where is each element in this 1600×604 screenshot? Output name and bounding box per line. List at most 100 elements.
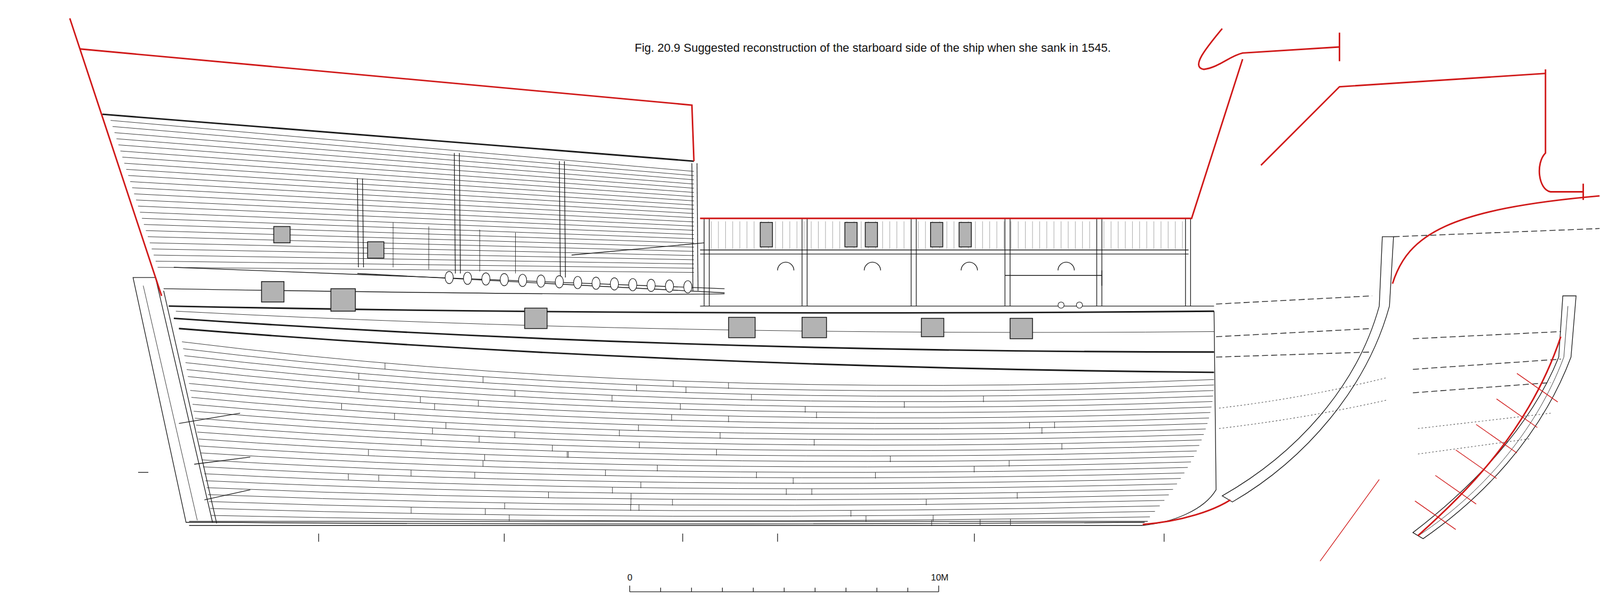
fitting bbox=[1076, 301, 1083, 308]
port-arch bbox=[777, 261, 795, 270]
gun-port bbox=[261, 281, 284, 302]
hull-plank bbox=[202, 459, 1185, 478]
gun-shield bbox=[518, 274, 527, 287]
reconstruction-line bbox=[700, 59, 1243, 219]
plank-butt bbox=[420, 439, 422, 446]
gun-shield bbox=[610, 277, 619, 291]
gun-port bbox=[330, 288, 356, 311]
waist-panel bbox=[1103, 221, 1104, 250]
waist-panel bbox=[1018, 221, 1019, 250]
upper-planking bbox=[155, 261, 694, 269]
plank-butt bbox=[548, 491, 549, 498]
waist-panel bbox=[925, 221, 926, 250]
scale-tick bbox=[876, 587, 878, 592]
figure-caption: Fig. 20.9 Suggested reconstruction of th… bbox=[634, 41, 1111, 55]
screen-panel bbox=[844, 222, 858, 247]
keel bbox=[189, 521, 1148, 526]
upper-planking bbox=[126, 169, 694, 205]
reconstruction-line bbox=[1260, 73, 1546, 166]
waist-panel bbox=[1089, 221, 1091, 250]
waist-panel bbox=[896, 221, 898, 250]
waist-panel bbox=[1067, 221, 1069, 250]
gun-shield bbox=[537, 274, 546, 287]
upper-planking bbox=[110, 120, 694, 172]
waist-panel bbox=[718, 221, 719, 250]
waist-panel bbox=[753, 221, 755, 250]
waist-post bbox=[910, 218, 912, 306]
plank-butt bbox=[568, 451, 569, 458]
plank-butt bbox=[445, 422, 447, 429]
plank-butt bbox=[612, 486, 613, 493]
upper-planking bbox=[144, 224, 694, 244]
stanchion bbox=[697, 163, 699, 291]
scarf-mark bbox=[1456, 449, 1497, 479]
waist-panel bbox=[860, 221, 862, 250]
stem-continuation bbox=[1393, 228, 1600, 237]
reconstruction-line bbox=[1418, 336, 1562, 536]
gun-port bbox=[1010, 318, 1033, 339]
reconstruction-line bbox=[1142, 499, 1230, 525]
waist-panel bbox=[1168, 221, 1169, 250]
scale-tick bbox=[722, 587, 723, 592]
gun-shield bbox=[665, 280, 674, 293]
hull-plank bbox=[199, 445, 1191, 467]
waist-panel bbox=[832, 221, 834, 250]
waist-panel bbox=[725, 221, 726, 250]
hull-plank bbox=[205, 480, 1173, 494]
gun-port bbox=[802, 317, 827, 338]
upper-planking bbox=[139, 212, 694, 235]
plank-butt bbox=[811, 488, 813, 495]
plank-butt bbox=[605, 469, 606, 476]
waist-panel bbox=[811, 221, 812, 250]
rail bbox=[357, 273, 725, 293]
upper-planking bbox=[153, 254, 694, 264]
reconstruction-line bbox=[1392, 195, 1600, 284]
plank-butt bbox=[671, 414, 672, 421]
waist-panel bbox=[982, 221, 983, 250]
upper-planking bbox=[136, 200, 694, 227]
strake bbox=[176, 310, 1215, 333]
waist-panel bbox=[882, 221, 883, 250]
upper-planking bbox=[151, 249, 694, 260]
plank-butt bbox=[1010, 518, 1011, 525]
plank-butt bbox=[478, 436, 480, 443]
station-tick bbox=[682, 533, 683, 542]
plank-butt bbox=[484, 508, 486, 515]
scarf-mark bbox=[1516, 373, 1558, 403]
plank-butt bbox=[566, 451, 568, 458]
waist-panel bbox=[782, 221, 783, 250]
waist-panel bbox=[974, 221, 976, 250]
plank-butt bbox=[672, 499, 673, 506]
scale-tick bbox=[691, 587, 692, 592]
plank-butt bbox=[716, 449, 717, 455]
hull-plank bbox=[190, 390, 1210, 424]
scale-tick bbox=[814, 587, 816, 592]
ship-illustration bbox=[69, 18, 1600, 592]
waist-panel bbox=[1075, 221, 1076, 250]
waist-panel bbox=[1174, 221, 1176, 250]
waist-panel bbox=[739, 221, 741, 250]
plank-butt bbox=[657, 465, 658, 471]
plank-butt bbox=[514, 431, 516, 438]
gun-port bbox=[273, 226, 291, 244]
scale-label: 10M bbox=[930, 572, 949, 583]
plank-butt bbox=[786, 488, 787, 495]
gun-shield bbox=[628, 278, 637, 291]
stanchion bbox=[564, 161, 566, 278]
plank-butt bbox=[680, 403, 681, 410]
hull-plank bbox=[194, 418, 1202, 446]
hull-plank bbox=[187, 376, 1212, 413]
scarf-mark bbox=[1476, 424, 1517, 453]
reconstruction-line bbox=[1539, 69, 1583, 200]
plank-butt bbox=[394, 413, 395, 420]
plank-butt bbox=[793, 477, 794, 484]
waist-panel bbox=[1025, 221, 1026, 250]
plank-butt bbox=[482, 376, 484, 383]
plank-butt bbox=[630, 492, 632, 499]
upper-planking bbox=[141, 218, 694, 239]
hull-plank bbox=[182, 348, 1214, 391]
waist-panel bbox=[946, 221, 948, 250]
waist-deck bbox=[700, 305, 1215, 307]
wale bbox=[173, 318, 1214, 352]
